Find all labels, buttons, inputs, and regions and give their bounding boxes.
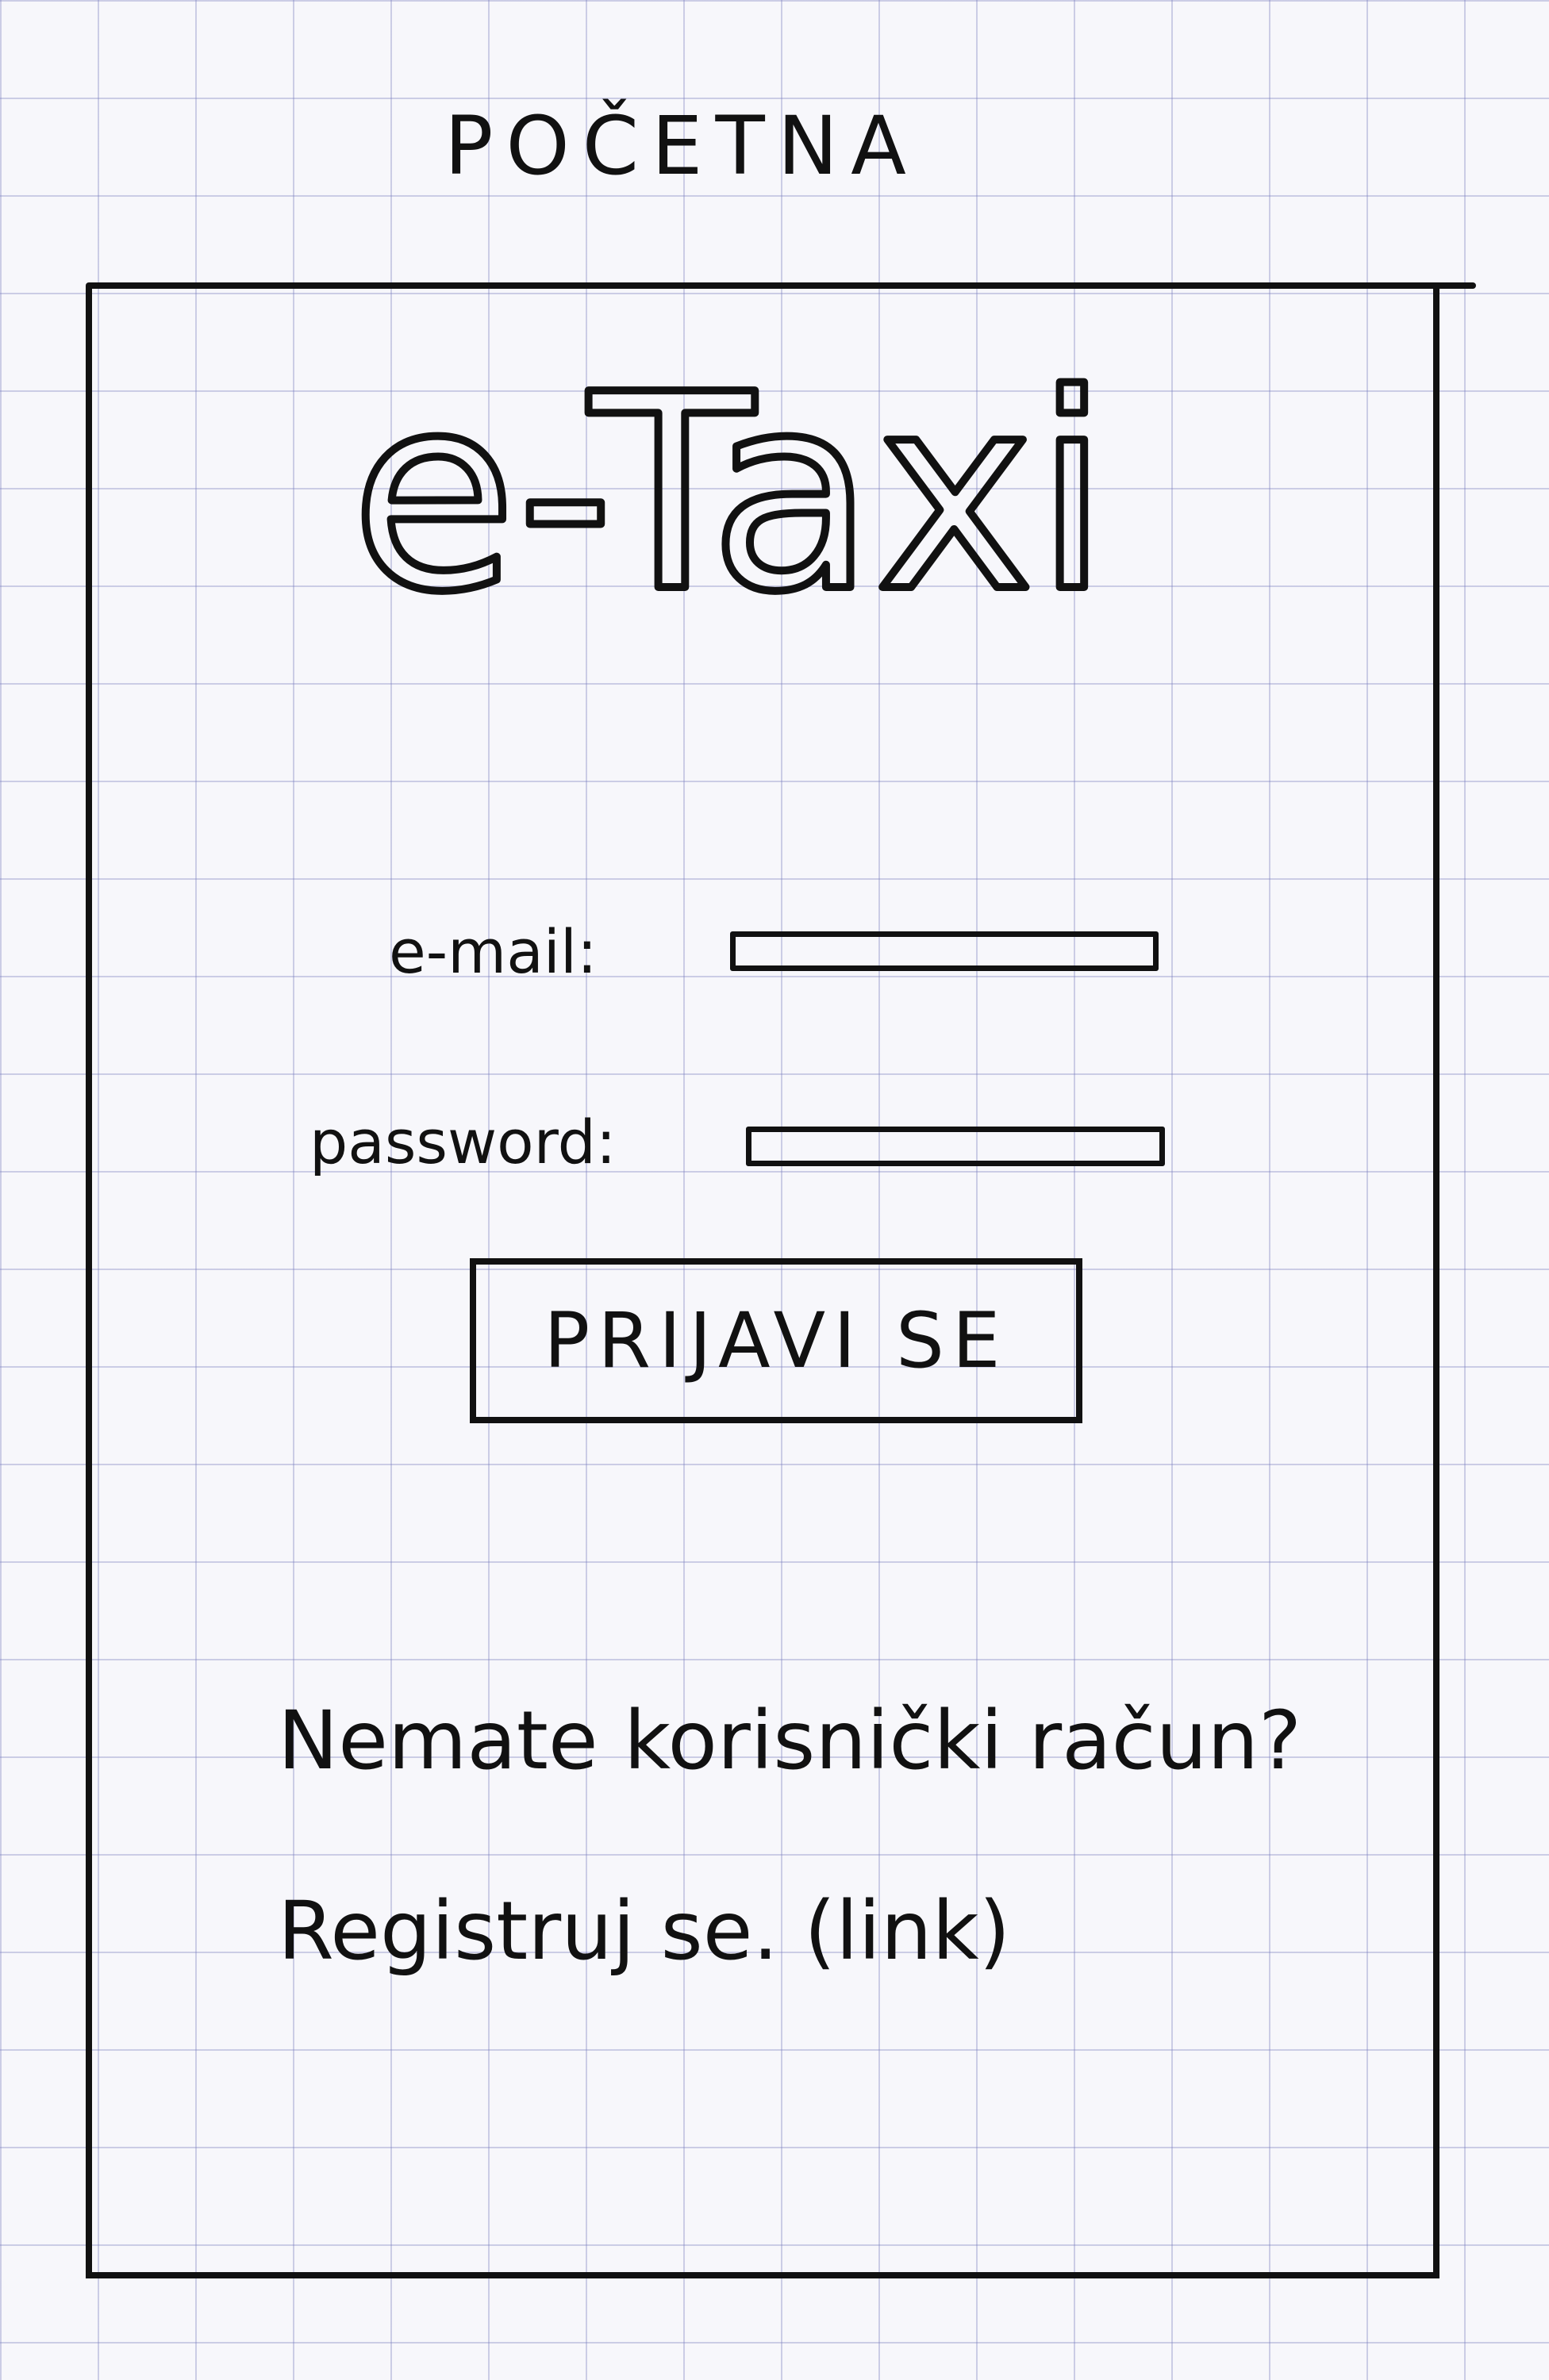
register-link[interactable]: Registruj se. (link) xyxy=(278,1884,1011,1979)
header-divider xyxy=(86,282,1476,289)
email-label: e-mail: xyxy=(389,916,598,987)
register-prompt: Nemate korisnički račun? xyxy=(278,1694,1302,1788)
email-field[interactable] xyxy=(730,931,1159,971)
password-field[interactable] xyxy=(746,1127,1165,1166)
page-title: POČETNA xyxy=(444,99,919,194)
app-logo: e-Taxi xyxy=(347,341,1113,627)
login-button[interactable]: PRIJAVI SE xyxy=(470,1258,1082,1423)
phone-screen-frame xyxy=(86,286,1439,2278)
password-label: password: xyxy=(309,1107,617,1177)
app-logo-text: e-Taxi xyxy=(351,341,1109,627)
